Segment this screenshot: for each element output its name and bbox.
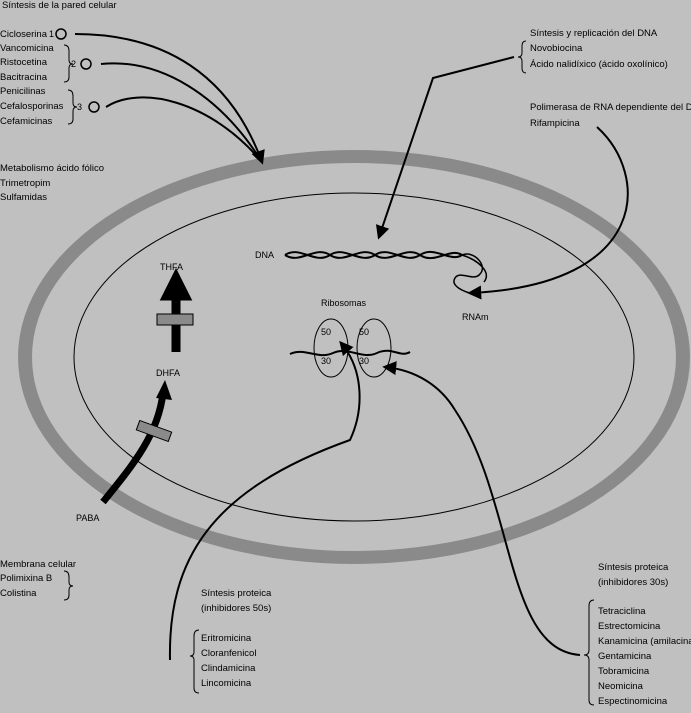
dna-synthesis-title: Síntesis y replicación del DNA [530, 28, 658, 39]
thfa-label: THFA [160, 262, 183, 272]
step-circle-2 [80, 58, 92, 70]
dna-label: DNA [255, 250, 274, 260]
membrane-drug-colistina: Colistina [0, 588, 37, 599]
ribosome-right [356, 318, 392, 378]
mrna-strand [453, 253, 483, 295]
step-circle-3 [88, 101, 100, 113]
ribosome-left-50: 50 [321, 327, 331, 337]
step-number-3: 3 [77, 102, 82, 112]
drug-kanamicina: Kanamicina (amilacina) [598, 636, 691, 647]
folate-drug-trimetropim: Trimetropim [0, 178, 50, 189]
wall-drug-cefamicinas: Cefamicinas [0, 116, 53, 127]
drug-lincomicina: Lincomicina [201, 678, 252, 689]
protein-50s-brace [189, 629, 200, 694]
drug-tetraciclina: Tetraciclina [598, 606, 646, 617]
protein-30s-title: Síntesis proteica [598, 562, 669, 573]
paba-to-dhfa-arrow [100, 392, 167, 505]
dna-strand-b [284, 251, 463, 260]
brace-3 [67, 89, 78, 125]
wall-drug-bacitracina: Bacitracina [0, 72, 48, 83]
sulfamida-block-icon [135, 419, 173, 443]
folate-drug-sulfamidas: Sulfamidas [0, 192, 47, 203]
drug-estrectomicina: Estrectomicina [598, 621, 661, 632]
protein-30s-arrow [382, 361, 581, 656]
brace-2 [63, 44, 74, 83]
protein-50s-subtitle: (inhibidores 50s) [201, 603, 271, 614]
wall-arrow-2 [100, 62, 263, 163]
drug-gentamicina: Gentamicina [598, 651, 652, 662]
folate-title: Metabolismo ácido fólico [0, 163, 104, 174]
wall-drug-list: Cicloserina Vancomicina Ristocetina Baci… [0, 29, 64, 127]
wall-drug-cicloserina: Cicloserina [0, 29, 48, 40]
drug-eritromicina: Eritromicina [201, 633, 252, 644]
cell-membrane [73, 192, 635, 522]
drug-neomicina: Neomicina [598, 681, 644, 692]
dna-drug-novobiocina: Novobiocina [530, 43, 583, 54]
drug-clindamicina: Clindamicina [201, 663, 256, 674]
protein-30s-subtitle: (inhibidores 30s) [598, 577, 668, 588]
rna-pol-title: Polimerasa de RNA dependiente del DNA [530, 102, 691, 113]
protein-50s-title: Síntesis proteica [201, 588, 272, 599]
dhfa-label: DHFA [156, 368, 180, 378]
wall-drug-cefalosporinas: Cefalosporinas [0, 101, 64, 112]
membrane-title: Membrana celular [0, 559, 76, 570]
paba-label: PABA [76, 513, 99, 523]
thfa-arrow-icon [159, 267, 193, 352]
dna-synthesis-brace [517, 40, 527, 74]
step-circle-1 [55, 28, 67, 40]
trimetropim-block-icon [156, 313, 194, 326]
protein-30s-brace [583, 599, 595, 706]
dhfa-arrowhead-icon [156, 380, 172, 400]
ribosomes-label: Ribosomas [321, 298, 367, 308]
protein-50s-arrow [168, 340, 361, 661]
rna-inhibitor-arrow [467, 126, 629, 300]
wall-drug-penicilinas: Penicilinas [0, 86, 46, 97]
ribosome-mrna-strand [289, 349, 411, 357]
drug-cloranfenicol: Cloranfenicol [201, 648, 256, 659]
mrna-strand-b [461, 254, 487, 283]
ribosome-left-30: 30 [321, 356, 331, 366]
mrna-label: RNAm [462, 312, 489, 322]
step-number-1: 1 [49, 29, 54, 39]
drug-espectinomicina: Espectinomicina [598, 696, 668, 707]
wall-drug-ristocetina: Ristocetina [0, 57, 48, 68]
rna-drug-rifampicina: Rifampicina [530, 118, 580, 129]
ribosome-right-50: 50 [359, 327, 369, 337]
wall-arrow-1 [74, 33, 265, 165]
step-number-2: 2 [71, 59, 76, 69]
ribosome-right-30: 30 [359, 356, 369, 366]
cell-wall-inner [32, 163, 676, 551]
wall-drug-vancomicina: Vancomicina [0, 43, 54, 54]
dna-drug-nalidixico: Ácido nalidíxico (ácido oxolínico) [530, 59, 668, 70]
wall-arrow-3 [105, 96, 263, 163]
membrane-brace [63, 570, 74, 601]
wall-synthesis-title: Síntesis de la pared celular [2, 0, 117, 11]
drug-tobramicina: Tobramicina [598, 666, 650, 677]
dna-inhibitor-arrow [375, 56, 515, 240]
membrane-drug-polimixina: Polimixina B [0, 573, 52, 584]
